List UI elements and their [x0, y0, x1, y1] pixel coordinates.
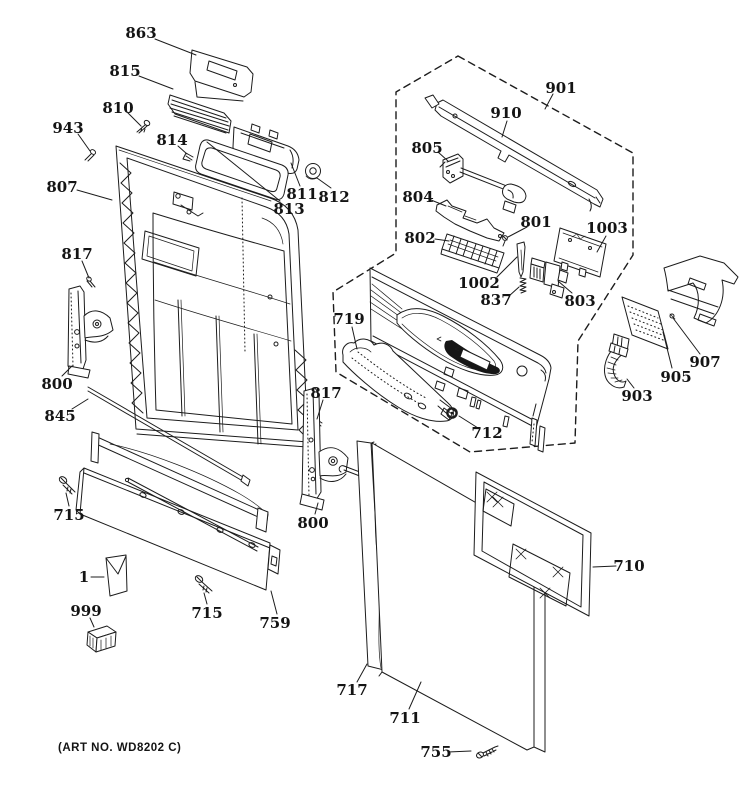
callout-805: 805 [411, 139, 442, 157]
callout-845: 845 [44, 407, 75, 425]
part-837-spring [519, 277, 527, 294]
part-1002-pin [516, 241, 526, 278]
part-759-access-panel [75, 431, 281, 591]
callout-811: 811 [286, 185, 317, 203]
leader-lines [61, 38, 701, 753]
callout-800a: 800 [41, 375, 72, 393]
callout-803: 803 [564, 292, 595, 310]
callout-863: 863 [125, 24, 156, 42]
part-715a-screw [58, 476, 76, 495]
callout-813: 813 [273, 200, 304, 218]
callout-804: 804 [402, 188, 433, 206]
art-number: (ART NO. WD8202 C) [58, 742, 181, 754]
callout-814: 814 [156, 131, 187, 149]
part-escutcheon-panel [369, 267, 552, 453]
callout-800b: 800 [297, 514, 328, 532]
part-710-frame [473, 471, 592, 617]
callout-1002: 1002 [458, 274, 500, 292]
callout-labels: 863 815 810 943 814 807 811 812 813 817 … [41, 24, 720, 761]
callout-719: 719 [333, 310, 364, 328]
callout-903: 903 [621, 387, 652, 405]
callout-907: 907 [689, 353, 720, 371]
callout-1003: 1003 [586, 219, 628, 237]
part-810-screw [136, 119, 151, 134]
callout-711: 711 [389, 709, 420, 727]
callout-837: 837 [480, 291, 511, 309]
callout-910: 910 [490, 104, 521, 122]
part-1003-board [553, 227, 607, 278]
part-807-inner-door [115, 145, 310, 448]
part-800a-hinge [67, 285, 114, 379]
part-910-bracket [424, 94, 604, 212]
part-999-box [86, 625, 117, 653]
part-845-strip [87, 386, 251, 487]
part-715b-screw [194, 575, 213, 594]
callout-817b: 817 [310, 384, 341, 402]
callout-807: 807 [46, 178, 77, 196]
callout-1: 1 [79, 568, 89, 586]
callout-715b: 715 [191, 604, 222, 622]
part-905-board [611, 296, 669, 353]
callout-815: 815 [109, 62, 140, 80]
part-812-knob [305, 163, 321, 180]
part-801-screw [502, 235, 508, 247]
part-803-switch [529, 257, 569, 299]
part-907-end-cover [663, 255, 739, 327]
callout-812: 812 [318, 188, 349, 206]
part-719-trim [342, 338, 457, 422]
callout-817a: 817 [61, 245, 92, 263]
callout-801: 801 [520, 213, 551, 231]
part-817a-screw [86, 276, 96, 288]
callout-901: 901 [545, 79, 576, 97]
part-863-handle-cover [189, 49, 254, 102]
callout-905: 905 [660, 368, 691, 386]
callout-810: 810 [102, 99, 133, 117]
part-800b-hinge [299, 387, 349, 511]
callout-943: 943 [52, 119, 83, 137]
part-711-outer-door [371, 442, 546, 753]
part-805-bracket [439, 153, 527, 214]
part-802-insulation [440, 233, 505, 274]
callout-710: 710 [613, 557, 644, 575]
part-804-bracket [435, 199, 505, 242]
callout-802: 802 [404, 229, 435, 247]
part-755-screw [476, 745, 499, 759]
part-815-vent-grille [167, 94, 232, 134]
part-943-screw [84, 149, 97, 162]
callout-759: 759 [259, 614, 290, 632]
callout-999: 999 [70, 602, 101, 620]
part-903-ribbon-cable [604, 342, 629, 389]
callout-712: 712 [471, 424, 502, 442]
part-1-sheet [105, 554, 128, 597]
part-814-screw [182, 152, 194, 162]
part-712-grommet [446, 407, 458, 419]
dashed-enclosure-outline [332, 55, 634, 453]
callout-717: 717 [336, 681, 367, 699]
callout-755: 755 [420, 743, 451, 761]
callout-715a: 715 [53, 506, 84, 524]
